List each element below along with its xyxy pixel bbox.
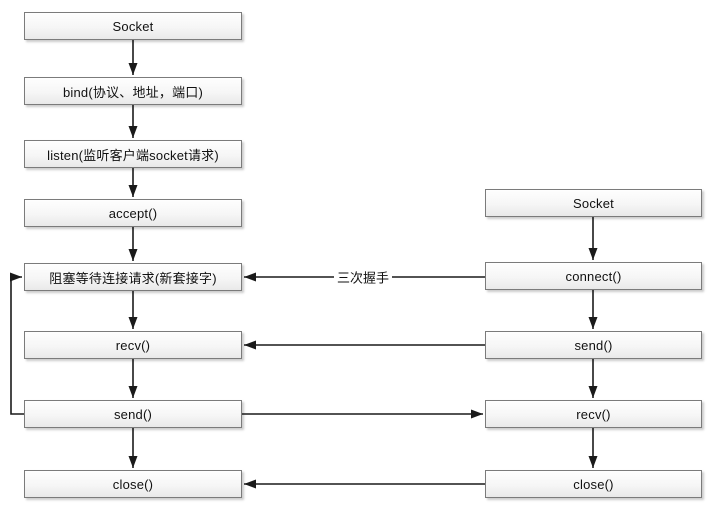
server-node-send: send() xyxy=(24,400,242,428)
client-node-connect: connect() xyxy=(485,262,702,290)
client-node-send: send() xyxy=(485,331,702,359)
handshake-label: 三次握手 xyxy=(333,267,393,287)
server-node-listen: listen(监听客户端socket请求) xyxy=(24,140,242,168)
server-node-block-wait: 阻塞等待连接请求(新套接字) xyxy=(24,263,242,291)
server-node-bind: bind(协议、地址，端口) xyxy=(24,77,242,105)
client-node-socket: Socket xyxy=(485,189,702,217)
arrow-loop-send-to-block xyxy=(10,272,24,415)
client-node-recv: recv() xyxy=(485,400,702,428)
server-node-recv: recv() xyxy=(24,331,242,359)
server-node-accept: accept() xyxy=(24,199,242,227)
server-node-socket: Socket xyxy=(24,12,242,40)
client-node-close: close() xyxy=(485,470,702,498)
server-node-close: close() xyxy=(24,470,242,498)
